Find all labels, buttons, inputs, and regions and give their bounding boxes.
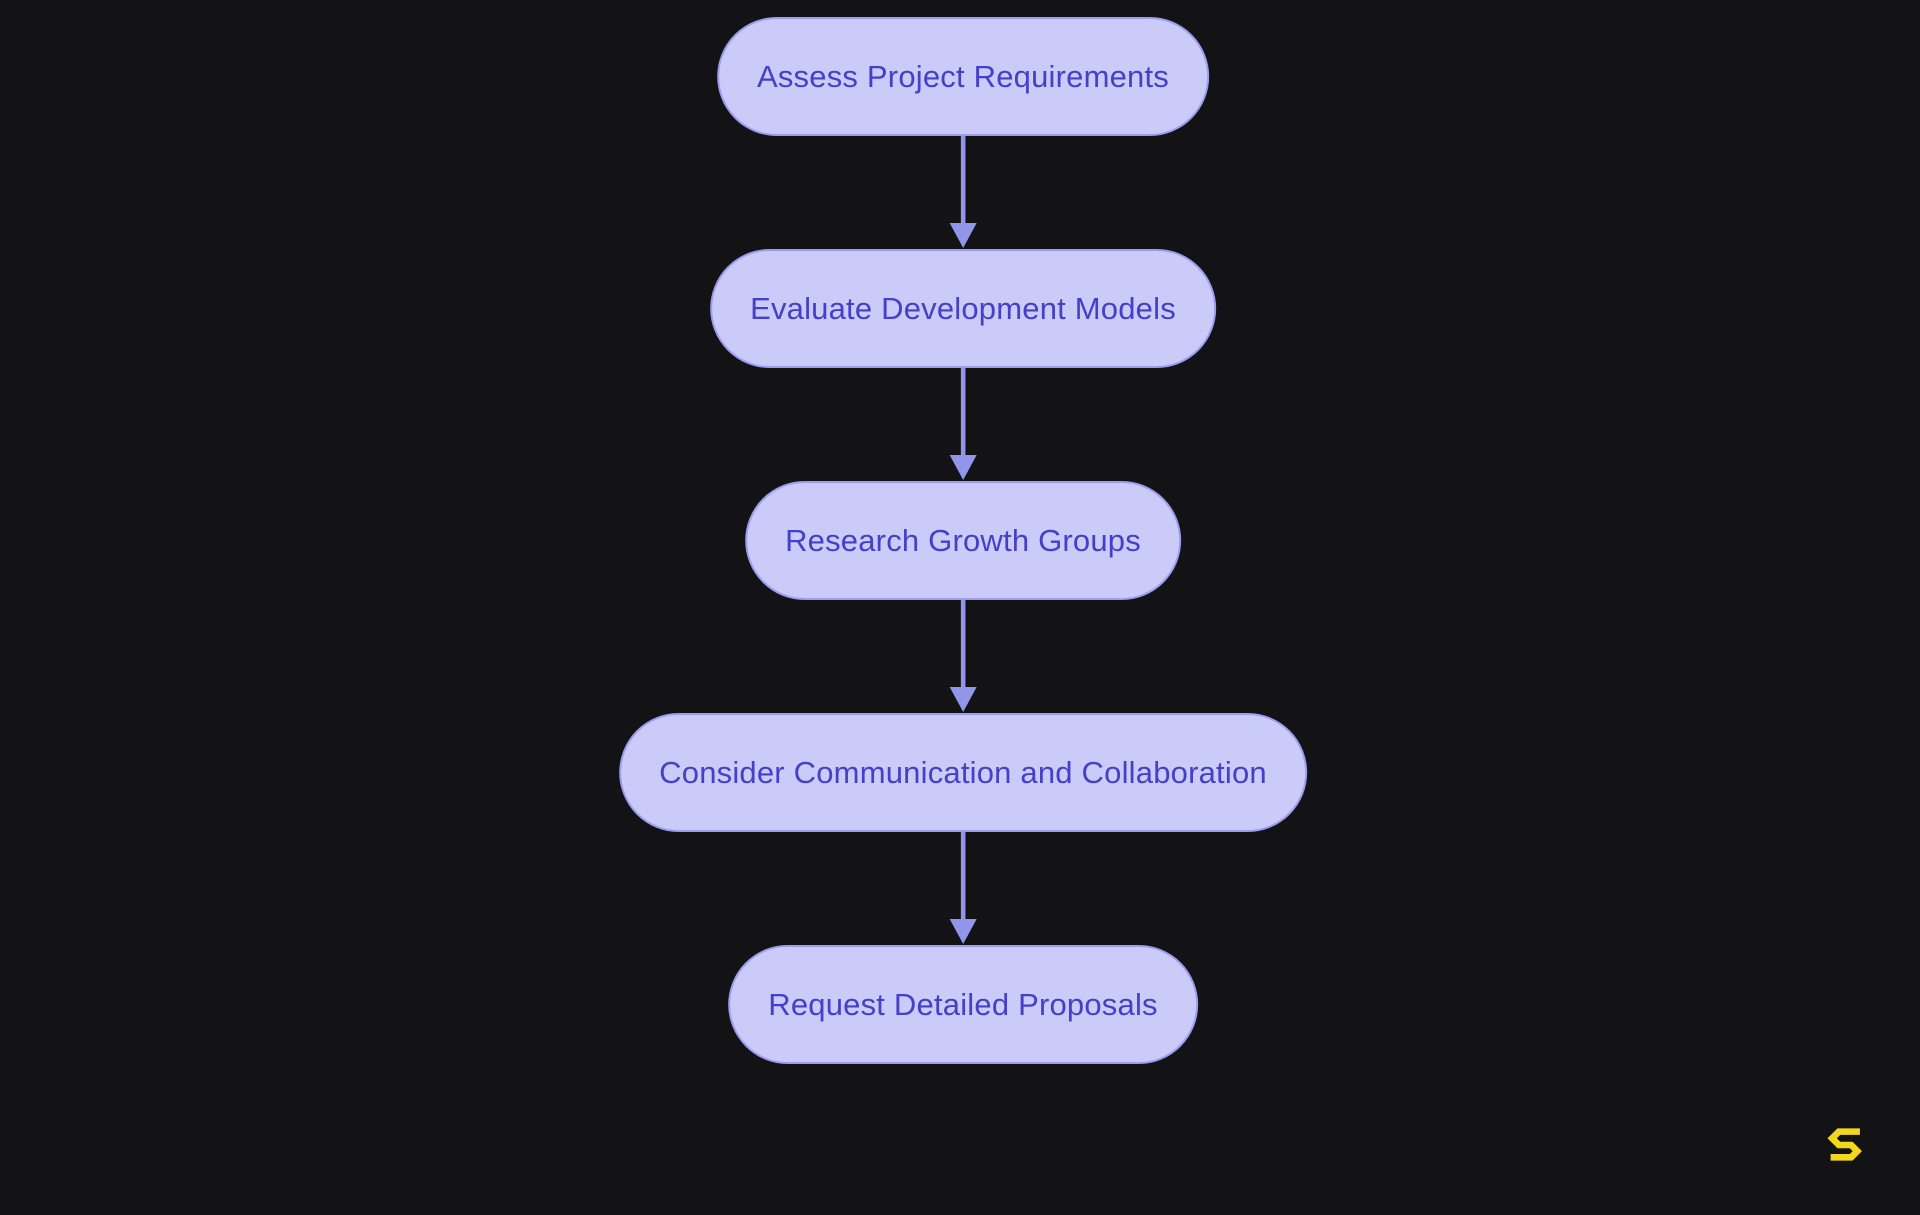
flow-node-request-detailed-proposals: Request Detailed Proposals — [728, 945, 1198, 1064]
flow-node-label: Request Detailed Proposals — [768, 986, 1158, 1022]
brand-s-icon — [1827, 1128, 1862, 1161]
arrow-down-icon — [949, 136, 977, 248]
arrow-down-icon — [949, 600, 977, 712]
flow-node-assess-project-requirements: Assess Project Requirements — [716, 17, 1209, 136]
flow-node-research-growth-groups: Research Growth Groups — [745, 481, 1181, 600]
flow-node-label: Consider Communication and Collaboration — [659, 754, 1267, 790]
flowchart: Assess Project Requirements Evaluate Dev… — [619, 17, 1307, 1064]
flow-node-consider-communication-and-collaboration: Consider Communication and Collaboration — [619, 713, 1307, 832]
flow-node-evaluate-development-models: Evaluate Development Models — [710, 249, 1216, 368]
flow-node-label: Assess Project Requirements — [756, 58, 1169, 94]
arrow-down-icon — [949, 832, 977, 944]
flow-node-label: Evaluate Development Models — [750, 290, 1176, 326]
arrow-down-icon — [949, 368, 977, 480]
flow-node-label: Research Growth Groups — [785, 522, 1141, 558]
